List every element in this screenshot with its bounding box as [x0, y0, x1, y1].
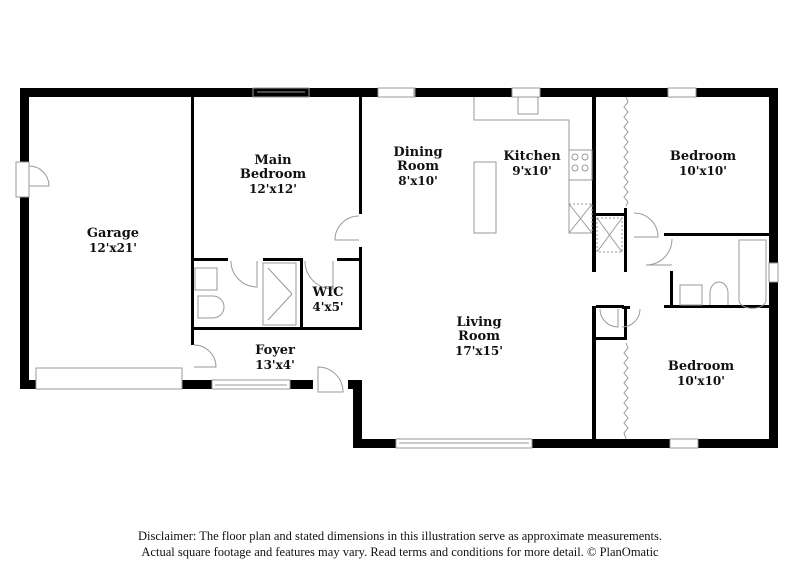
- room-name: Garage: [86, 226, 140, 241]
- room-dimensions: 10'x10': [679, 164, 727, 178]
- room-dimensions: 12'x21': [89, 241, 137, 255]
- room-name-line2: Bedroom: [239, 167, 307, 182]
- room-name-line1: Dining: [393, 145, 443, 160]
- room-label-bedroom-2: Bedroom 10'x10': [667, 359, 735, 389]
- room-dimensions: 9'x10': [512, 164, 552, 178]
- room-name: Foyer: [255, 343, 295, 358]
- room-dimensions: 10'x10': [677, 374, 725, 388]
- fixtures: [15, 87, 779, 449]
- room-label-dining-room: Dining Room 8'x10': [393, 145, 443, 189]
- room-dimensions: 17'x15': [455, 344, 503, 358]
- room-label-wic: WIC 4'x5': [312, 285, 344, 315]
- room-dimensions: 12'x12': [249, 182, 297, 196]
- room-name: Kitchen: [503, 149, 561, 164]
- room-label-bedroom-1: Bedroom 10'x10': [669, 149, 737, 179]
- disclaimer: Disclaimer: The floor plan and stated di…: [0, 528, 800, 560]
- room-name-line1: Main: [254, 153, 292, 168]
- room-name: WIC: [312, 285, 344, 300]
- room-label-main-bedroom: Main Bedroom 12'x12': [239, 153, 307, 197]
- room-name-line2: Room: [397, 159, 439, 174]
- room-dimensions: 8'x10': [398, 174, 438, 188]
- disclaimer-line-1: Disclaimer: The floor plan and stated di…: [138, 529, 662, 543]
- room-label-living-room: Living Room 17'x15': [455, 315, 503, 359]
- room-label-kitchen: Kitchen 9'x10': [503, 149, 561, 179]
- room-dimensions: 4'x5': [312, 300, 344, 314]
- room-name: Bedroom: [667, 359, 735, 374]
- room-name-line2: Room: [458, 329, 500, 344]
- room-name-line1: Living: [456, 315, 502, 330]
- room-dimensions: 13'x4': [255, 358, 295, 372]
- room-name: Bedroom: [669, 149, 737, 164]
- room-label-foyer: Foyer 13'x4': [255, 343, 295, 373]
- room-label-garage: Garage 12'x21': [86, 226, 140, 256]
- walls: [20, 88, 778, 448]
- disclaimer-line-2: Actual square footage and features may v…: [141, 545, 659, 559]
